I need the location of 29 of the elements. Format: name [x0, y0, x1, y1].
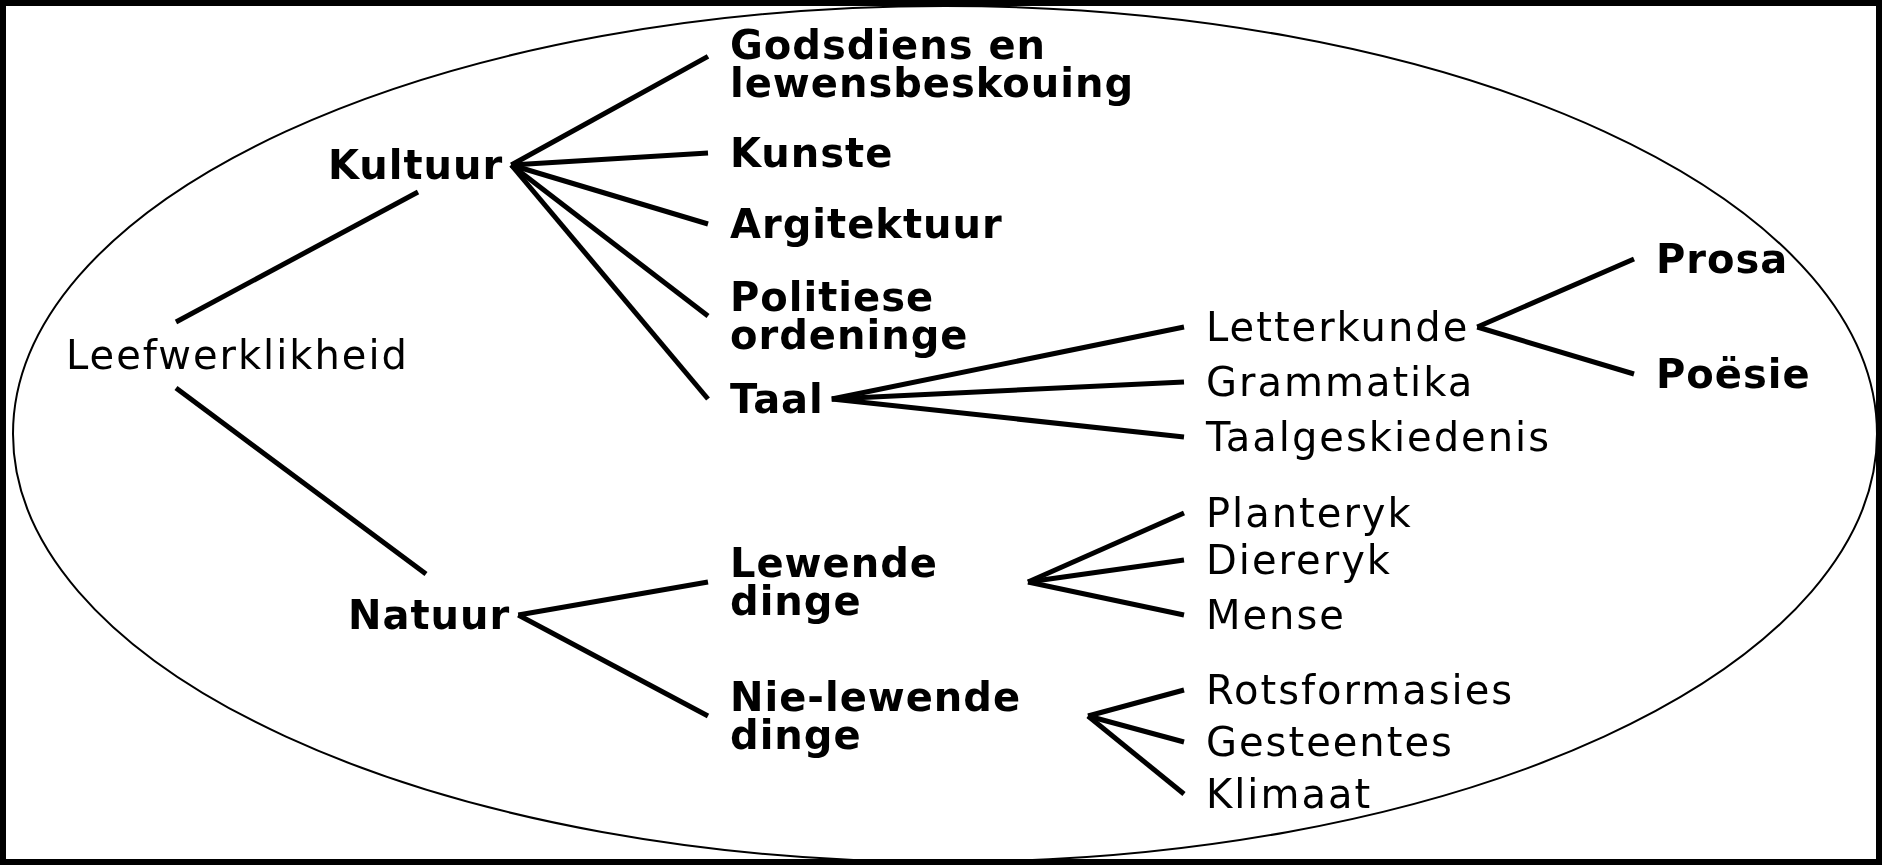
connector-line — [517, 612, 710, 719]
node-label: Poësie — [1656, 355, 1811, 393]
node-label: Mense — [1206, 596, 1346, 634]
connector-line — [1087, 713, 1185, 745]
node-label: Klimaat — [1206, 775, 1373, 813]
connector-line — [831, 379, 1185, 402]
connector-line — [509, 163, 710, 401]
connector-line — [1476, 324, 1635, 377]
connector-line — [1086, 714, 1186, 796]
connector-line — [509, 163, 710, 318]
connector-line — [1027, 557, 1185, 585]
node-label: Prosa — [1656, 240, 1789, 278]
node-label: Letterkunde — [1206, 308, 1470, 346]
connector-line — [174, 189, 420, 325]
node-label: Gesteentes — [1206, 723, 1454, 761]
node-label: Grammatika — [1206, 363, 1475, 401]
connector-line — [1027, 579, 1185, 618]
connector-line — [831, 396, 1185, 440]
node-label: Natuur — [348, 596, 511, 634]
connector-line — [1087, 687, 1185, 719]
node-label: Leefwerklikheid — [66, 336, 409, 374]
node-label: Kultuur — [328, 146, 504, 184]
connector-line — [511, 150, 709, 168]
connector-line — [174, 386, 428, 576]
node-label: Taal — [730, 380, 824, 418]
node-label: Rotsformasies — [1206, 671, 1515, 709]
connector-line — [1476, 256, 1635, 330]
connector-line — [517, 579, 709, 618]
node-label: Kunste — [730, 134, 894, 172]
